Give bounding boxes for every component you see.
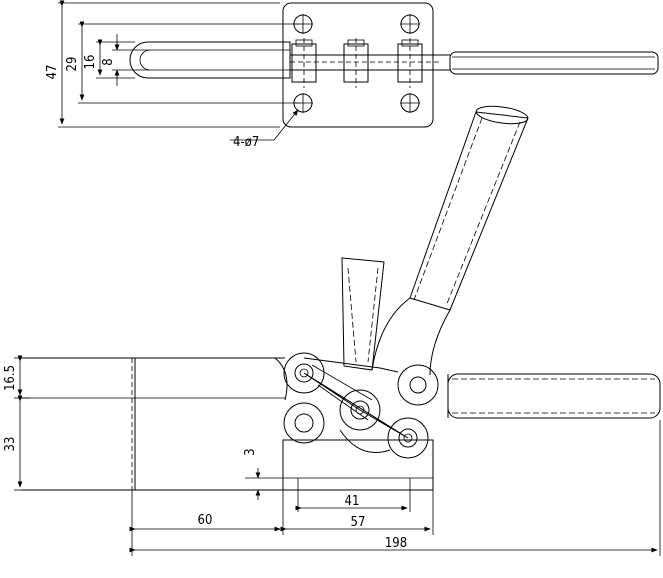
hole-note-label: 4-ø7 [233, 135, 259, 150]
handle-horizontal [447, 373, 661, 419]
side-view: 16.5 33 3 41 57 60 198 [3, 105, 661, 556]
dim-57-label: 57 [351, 515, 366, 530]
pivot-2 [283, 402, 325, 444]
base-block [282, 439, 434, 491]
handle-top [449, 51, 659, 75]
top-view: 4-ø7 47 29 16 8 [45, 0, 659, 150]
pivot-1 [283, 352, 325, 394]
dim-3-label: 3 [243, 448, 258, 455]
dim-16-label: 16 [83, 55, 98, 70]
plunger-end [274, 357, 288, 401]
handle-arm [371, 111, 529, 376]
upright-arm [341, 257, 385, 371]
dim-41-label: 41 [345, 494, 360, 509]
dim-16-5-label: 16.5 [3, 365, 18, 391]
pivot-3 [339, 389, 381, 431]
dim-33-label: 33 [3, 437, 18, 452]
dim-198-label: 198 [385, 536, 407, 551]
dim-60-label: 60 [198, 513, 213, 528]
plunger-slot [129, 41, 291, 79]
dim-47-label: 47 [45, 65, 60, 80]
pivot-4 [387, 417, 429, 459]
dim-8-label: 8 [101, 58, 116, 65]
dim-29-label: 29 [65, 57, 80, 72]
pivot-5 [397, 364, 439, 406]
base-plate-top [282, 2, 434, 128]
